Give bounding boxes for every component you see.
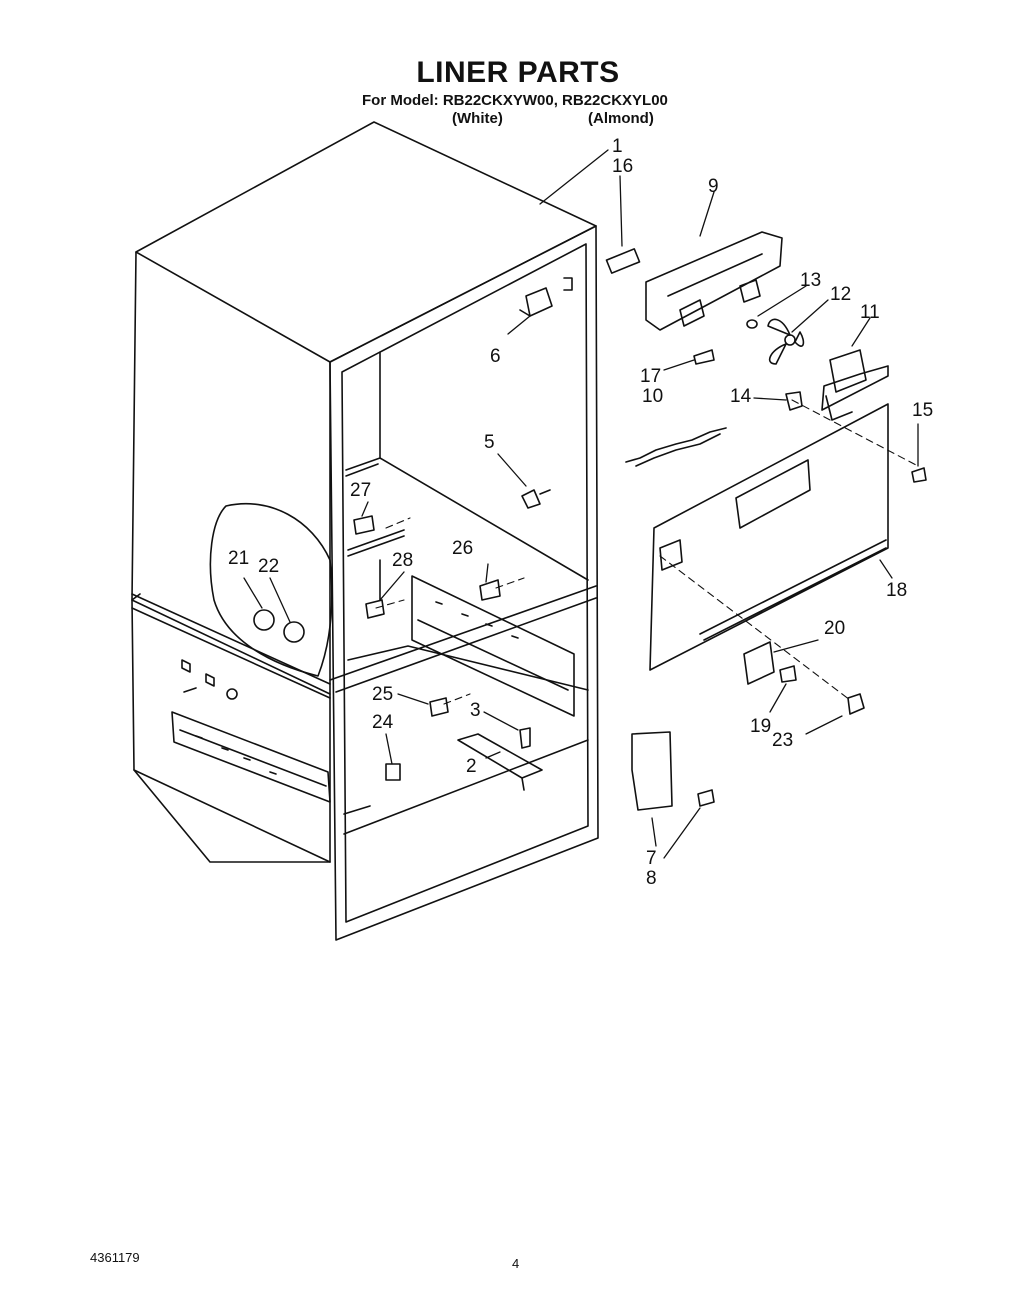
callout-23: 23 bbox=[772, 730, 793, 751]
callout-8: 8 bbox=[646, 868, 657, 889]
screw-part-8 bbox=[697, 789, 715, 807]
knob-part-22 bbox=[283, 621, 305, 643]
grommet-part bbox=[785, 391, 803, 411]
light-socket-part bbox=[521, 489, 551, 509]
callout-22: 22 bbox=[258, 556, 279, 577]
callout-27: 27 bbox=[350, 480, 371, 501]
clip-part-28 bbox=[365, 599, 385, 619]
trough-part bbox=[631, 731, 673, 811]
callout-12: 12 bbox=[830, 284, 851, 305]
fan-blade-part bbox=[767, 318, 805, 365]
callout-15: 15 bbox=[912, 400, 933, 421]
callout-9: 9 bbox=[708, 176, 719, 197]
clip-part-26 bbox=[479, 579, 501, 601]
screw-part-19 bbox=[779, 665, 797, 683]
callout-17: 17 bbox=[640, 366, 661, 387]
leader-lines bbox=[243, 149, 919, 859]
bumper-part bbox=[385, 763, 401, 781]
callout-14: 14 bbox=[730, 386, 752, 407]
plug-part bbox=[847, 693, 865, 715]
assembly-guide-lines bbox=[375, 399, 919, 705]
washer-part bbox=[746, 319, 758, 329]
callout-1: 1 bbox=[612, 136, 623, 157]
rail-part bbox=[457, 733, 543, 791]
callout-16: 16 bbox=[612, 156, 633, 177]
gasket-part bbox=[605, 248, 641, 274]
callout-25: 25 bbox=[372, 684, 393, 705]
callout-21: 21 bbox=[228, 548, 249, 569]
clip-part-25 bbox=[429, 697, 449, 717]
clip-part-27 bbox=[353, 515, 375, 535]
page-title: LINER PARTS bbox=[416, 56, 620, 89]
callout-3: 3 bbox=[470, 700, 481, 721]
callout-24: 24 bbox=[372, 712, 394, 733]
callout-6: 6 bbox=[490, 346, 501, 367]
wire-harness-part bbox=[625, 427, 727, 467]
callout-19: 19 bbox=[750, 716, 771, 737]
variant-almond: (Almond) bbox=[588, 110, 654, 127]
callout-11: 11 bbox=[860, 302, 880, 323]
callout-13: 13 bbox=[800, 270, 821, 291]
switch-part bbox=[519, 287, 553, 317]
knob-part-21 bbox=[253, 609, 275, 631]
model-line: For Model: RB22CKXYW00, RB22CKXYL00 bbox=[362, 92, 668, 109]
screw-part-17 bbox=[693, 349, 715, 365]
variant-white: (White) bbox=[452, 110, 503, 127]
evaporator-cover-part bbox=[649, 403, 889, 671]
callout-5: 5 bbox=[484, 432, 495, 453]
callout-labels: 1 2 3 5 6 7 8 9 10 11 12 13 14 15 16 17 … bbox=[228, 136, 933, 889]
screw-part-3 bbox=[519, 727, 531, 749]
callout-7: 7 bbox=[646, 848, 657, 869]
callout-2: 2 bbox=[466, 756, 477, 777]
screw-part-15 bbox=[911, 467, 927, 483]
page-number: 4 bbox=[512, 1256, 520, 1271]
callout-10: 10 bbox=[642, 386, 663, 407]
callout-20: 20 bbox=[824, 618, 845, 639]
document-number: 4361179 bbox=[90, 1250, 140, 1265]
liner-cabinet bbox=[131, 121, 599, 941]
callout-26: 26 bbox=[452, 538, 473, 559]
callout-18: 18 bbox=[886, 580, 907, 601]
callout-28: 28 bbox=[392, 550, 413, 571]
bracket-part bbox=[743, 641, 775, 685]
fan-housing-part bbox=[645, 231, 783, 331]
fan-motor-part bbox=[821, 349, 889, 421]
